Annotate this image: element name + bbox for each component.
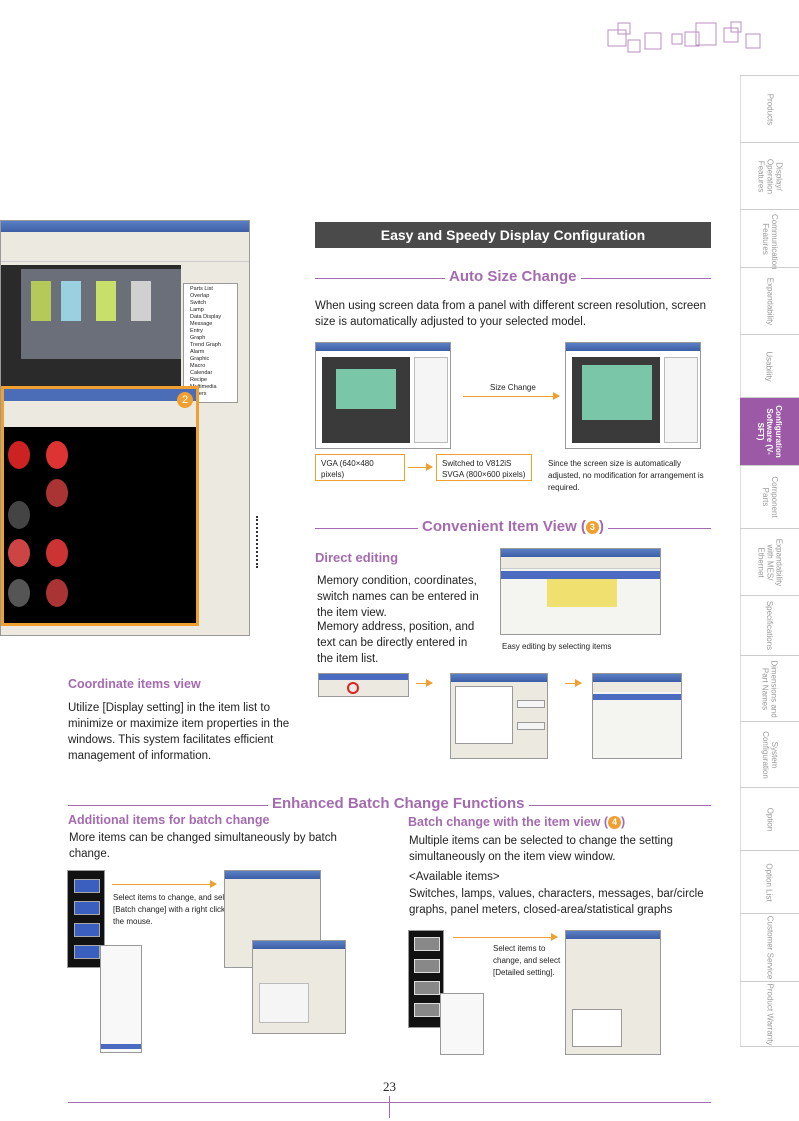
switch-column-screenshot bbox=[408, 930, 444, 1028]
auto-size-heading: Auto Size Change bbox=[315, 268, 711, 288]
tree-item: Trend Graph bbox=[190, 342, 221, 348]
vga-screenshot bbox=[315, 342, 451, 449]
tree-item: Entry bbox=[190, 328, 203, 334]
arrow-2 bbox=[565, 679, 582, 687]
decorative-squares bbox=[607, 21, 761, 53]
batch-right-text-2: <Available items> bbox=[409, 871, 500, 883]
tree-item: Calendar bbox=[190, 370, 213, 376]
item-view-window bbox=[1, 386, 199, 626]
side-tab-display-operation[interactable]: Display/ Operation Features bbox=[740, 142, 799, 209]
direct-editing-title: Direct editing bbox=[315, 550, 399, 565]
batch-left-text: More items can be changed simultaneously… bbox=[69, 832, 337, 860]
batch-heading: Enhanced Batch Change Functions bbox=[68, 795, 711, 815]
tree-item: Multimedia bbox=[190, 384, 217, 390]
side-tab-option[interactable]: Option bbox=[740, 787, 799, 850]
badge-4: 4 bbox=[608, 816, 622, 830]
section-banner: Easy and Speedy Display Configuration bbox=[315, 222, 711, 248]
batch-right-text-3: Switches, lamps, values, characters, mes… bbox=[409, 888, 704, 916]
side-tabs-border bbox=[740, 75, 741, 1047]
size-change-arrow bbox=[463, 392, 560, 400]
toolbar-screenshot bbox=[318, 673, 409, 697]
item-view-heading: Convenient Item View (3) bbox=[315, 518, 711, 538]
display-setting-dialog bbox=[450, 673, 548, 759]
direct-editing-text-2: Memory address, position, and text can b… bbox=[317, 621, 475, 665]
tree-item: Macro bbox=[190, 363, 206, 369]
tree-item: Message bbox=[190, 321, 213, 327]
lamp-column-screenshot bbox=[67, 870, 105, 968]
context-menu-screenshot-2 bbox=[440, 993, 484, 1055]
parts-tree: Parts List Overlap Switch Lamp Data Disp… bbox=[183, 283, 238, 403]
badge-3: 3 bbox=[585, 520, 599, 534]
dotted-connector bbox=[256, 516, 258, 568]
tree-item: Graph bbox=[190, 335, 206, 341]
coordinate-title: Coordinate items view bbox=[68, 677, 201, 691]
detailed-setting-dialog bbox=[565, 930, 661, 1055]
side-tab-dimensions[interactable]: Dimensions and Part Names bbox=[740, 655, 799, 721]
tree-item: Overlap bbox=[190, 293, 210, 299]
side-tab-expandability-mes[interactable]: Expandability with MES/ Ethernet bbox=[740, 528, 799, 595]
batch-left-title: Additional items for batch change bbox=[68, 813, 270, 827]
tree-item: Recipe bbox=[190, 377, 208, 383]
svga-screenshot bbox=[565, 342, 701, 449]
direct-editing-text-1: Memory condition, coordinates, switch na… bbox=[317, 575, 479, 619]
side-tab-component-parts[interactable]: Component Parts bbox=[740, 465, 799, 528]
vsft-editor-screenshot: Parts List Overlap Switch Lamp Data Disp… bbox=[0, 220, 250, 636]
side-tab-products[interactable]: Products bbox=[740, 75, 799, 142]
side-tab-customer-service[interactable]: Customer Service bbox=[740, 913, 799, 981]
page-number: 23 bbox=[383, 1079, 396, 1094]
tree-item: Parts List bbox=[190, 286, 213, 292]
context-menu-screenshot bbox=[100, 945, 142, 1053]
item-list-screenshot bbox=[500, 548, 661, 635]
batch-change-dialog-2 bbox=[252, 940, 346, 1034]
step-badge: 2 bbox=[177, 391, 193, 409]
batch-right-text-1: Multiple items can be selected to change… bbox=[409, 835, 674, 863]
footer-tick bbox=[389, 1096, 390, 1118]
side-tab-expandability[interactable]: Expandability bbox=[740, 267, 799, 334]
batch-left-note: Select items to change, and select [Batc… bbox=[113, 893, 235, 926]
batch-right-title: Batch change with the item view (4) bbox=[408, 815, 626, 830]
size-change-label: Size Change bbox=[490, 383, 536, 392]
batch-right-note: Select items to change, and select [Deta… bbox=[493, 944, 561, 977]
side-tab-usability[interactable]: Usability bbox=[740, 334, 799, 397]
side-tab-configuration-software[interactable]: Configuration Software (V-SFT) bbox=[740, 397, 799, 465]
item-view-caption: Easy editing by selecting items bbox=[502, 642, 612, 651]
side-tab-system-configuration[interactable]: System Configuration bbox=[740, 721, 799, 787]
vga-label: VGA (640×480 pixels) bbox=[315, 454, 405, 481]
auto-size-note: Since the screen size is automatically a… bbox=[548, 459, 704, 492]
batch-left-arrow bbox=[112, 880, 217, 888]
tree-item: Alarm bbox=[190, 349, 205, 355]
side-tab-product-warranty[interactable]: Product Warranty bbox=[740, 981, 799, 1047]
side-tab-option-list[interactable]: Option List bbox=[740, 850, 799, 913]
arrow-1 bbox=[416, 679, 433, 687]
auto-size-text: When using screen data from a panel with… bbox=[315, 300, 706, 328]
svga-label: Switched to V812iS SVGA (800×600 pixels) bbox=[436, 454, 532, 481]
vga-arrow bbox=[408, 463, 433, 471]
side-tab-communication[interactable]: Communication Features bbox=[740, 209, 799, 269]
tree-item: Graphic bbox=[190, 356, 210, 362]
side-tab-specifications[interactable]: Specifications bbox=[740, 595, 799, 655]
tree-item: Switch bbox=[190, 300, 207, 306]
coordinate-text: Utilize [Display setting] in the item li… bbox=[68, 702, 290, 762]
item-list-minimized bbox=[592, 673, 682, 759]
tree-item: Data Display bbox=[190, 314, 222, 320]
batch-right-arrow bbox=[453, 933, 558, 941]
tree-item: Lamp bbox=[190, 307, 204, 313]
